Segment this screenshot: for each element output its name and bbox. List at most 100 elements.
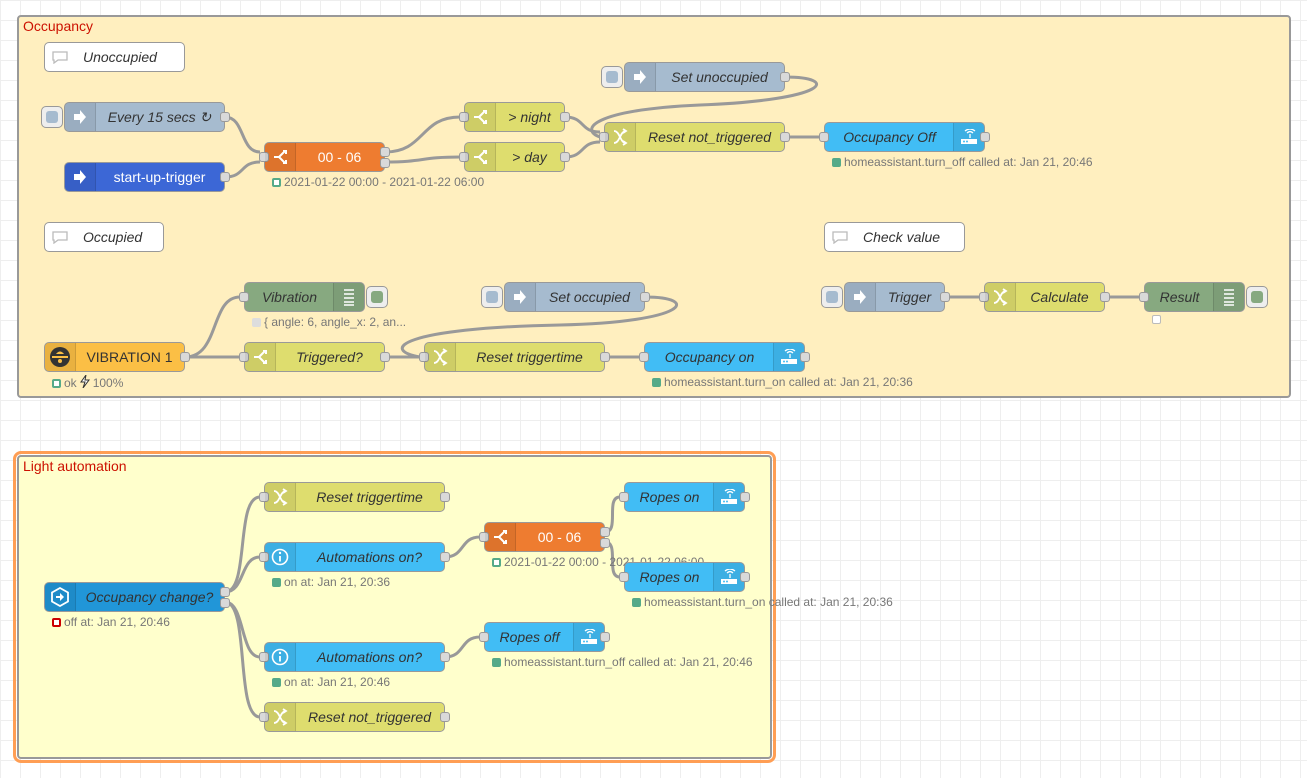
- inject-set-unoccupied[interactable]: Set unoccupied: [601, 62, 790, 92]
- output-port[interactable]: [640, 292, 650, 302]
- node-label: Ropes off: [499, 629, 560, 645]
- state-change-occupancy-change[interactable]: Occupancy change?: [44, 582, 230, 612]
- debug-toggle-button[interactable]: [366, 286, 388, 308]
- status-time-range-a: 2021-01-22 00:00 - 2021-01-22 06:00: [272, 175, 484, 189]
- switch-day[interactable]: > day: [459, 142, 570, 172]
- input-port[interactable]: [459, 152, 469, 162]
- current-state-automations-on-b[interactable]: Automations on?: [259, 642, 450, 672]
- input-port[interactable]: [419, 352, 429, 362]
- input-port[interactable]: [979, 292, 989, 302]
- inject-set-occupied[interactable]: Set occupied: [481, 282, 650, 312]
- debug-result[interactable]: Result: [1139, 282, 1268, 312]
- time-range-00-06-a[interactable]: 00 - 06: [259, 142, 390, 172]
- output-port[interactable]: [220, 112, 230, 122]
- output-port[interactable]: [600, 632, 610, 642]
- debug-vibration[interactable]: Vibration: [239, 282, 388, 312]
- input-port[interactable]: [619, 572, 629, 582]
- output-port[interactable]: [600, 538, 610, 548]
- output-port[interactable]: [440, 652, 450, 662]
- input-port[interactable]: [259, 492, 269, 502]
- wire: [224, 600, 261, 719]
- router-icon: [953, 123, 984, 151]
- split-icon: [485, 523, 516, 551]
- output-port[interactable]: [180, 352, 190, 362]
- inject-button[interactable]: [481, 286, 503, 308]
- input-port[interactable]: [259, 652, 269, 662]
- status-text: homeassistant.turn_off called at: Jan 21…: [844, 155, 1093, 169]
- wire: [384, 115, 461, 154]
- output-port[interactable]: [780, 72, 790, 82]
- inject-button[interactable]: [601, 66, 623, 88]
- sensor-vibration-1[interactable]: VIBRATION 1: [44, 342, 190, 372]
- change-calculate[interactable]: Calculate: [979, 282, 1110, 312]
- inject-button[interactable]: [821, 286, 843, 308]
- output-port[interactable]: [380, 147, 390, 157]
- debug-toggle-button[interactable]: [1246, 286, 1268, 308]
- input-port[interactable]: [239, 292, 249, 302]
- output-port[interactable]: [740, 572, 750, 582]
- ha-service-ropes-on-b[interactable]: Ropes on: [619, 562, 750, 592]
- comment-occupied[interactable]: Occupied: [44, 222, 164, 252]
- input-port[interactable]: [819, 132, 829, 142]
- output-port[interactable]: [380, 352, 390, 362]
- inject-button[interactable]: [41, 106, 63, 128]
- output-port[interactable]: [600, 527, 610, 537]
- output-port[interactable]: [940, 292, 950, 302]
- output-port[interactable]: [780, 132, 790, 142]
- status-dot: [52, 378, 61, 388]
- output-port[interactable]: [600, 352, 610, 362]
- change-reset-not-triggered-a[interactable]: Reset not_triggered: [599, 122, 790, 152]
- output-port[interactable]: [220, 172, 230, 182]
- node-label: 00 - 06: [537, 529, 582, 545]
- comment-check-value[interactable]: Check value: [824, 222, 965, 252]
- output-port[interactable]: [980, 132, 990, 142]
- input-port[interactable]: [259, 712, 269, 722]
- ha-service-occupancy-on[interactable]: Occupancy on: [639, 342, 810, 372]
- output-port[interactable]: [800, 352, 810, 362]
- ha-service-ropes-on-a[interactable]: Ropes on: [619, 482, 750, 512]
- output-port[interactable]: [380, 158, 390, 168]
- inject-trigger[interactable]: Trigger: [821, 282, 950, 312]
- input-port[interactable]: [599, 132, 609, 142]
- output-port[interactable]: [560, 152, 570, 162]
- input-port[interactable]: [1139, 292, 1149, 302]
- comment-unoccupied[interactable]: Unoccupied: [44, 42, 185, 72]
- output-port[interactable]: [1100, 292, 1110, 302]
- input-port[interactable]: [259, 152, 269, 162]
- change-reset-triggertime-a[interactable]: Reset triggertime: [419, 342, 610, 372]
- input-port[interactable]: [239, 352, 249, 362]
- output-port[interactable]: [560, 112, 570, 122]
- ha-service-ropes-off[interactable]: Ropes off: [479, 622, 610, 652]
- time-range-00-06-b[interactable]: 00 - 06: [479, 522, 610, 552]
- change-reset-not-triggered-b[interactable]: Reset not_triggered: [259, 702, 450, 732]
- current-state-automations-on-a[interactable]: Automations on?: [259, 542, 450, 572]
- switch-triggered[interactable]: Triggered?: [239, 342, 390, 372]
- info-icon: [265, 543, 296, 571]
- input-port[interactable]: [639, 352, 649, 362]
- change-reset-triggertime-b[interactable]: Reset triggertime: [259, 482, 450, 512]
- node-label: Reset not_triggered: [308, 709, 431, 725]
- output-port[interactable]: [220, 598, 230, 608]
- output-port[interactable]: [440, 492, 450, 502]
- output-port[interactable]: [220, 587, 230, 597]
- node-label: Trigger: [887, 289, 932, 305]
- inject-start-up-trigger[interactable]: start-up-trigger: [64, 162, 230, 192]
- status-text: homeassistant.turn_on called at: Jan 21,…: [644, 595, 893, 609]
- status-dot: [1152, 315, 1161, 324]
- node-label: Reset not_triggered: [648, 129, 771, 145]
- output-port[interactable]: [440, 552, 450, 562]
- input-port[interactable]: [479, 532, 489, 542]
- input-port[interactable]: [259, 552, 269, 562]
- node-label: Triggered?: [296, 349, 363, 365]
- inject-every-15-secs[interactable]: Every 15 secs ↻: [41, 102, 230, 132]
- status-occupancy-on: homeassistant.turn_on called at: Jan 21,…: [652, 375, 913, 389]
- switch-night[interactable]: > night: [459, 102, 570, 132]
- node-label: Unoccupied: [83, 49, 157, 65]
- state-change-icon: [45, 583, 76, 611]
- output-port[interactable]: [440, 712, 450, 722]
- output-port[interactable]: [740, 492, 750, 502]
- ha-service-occupancy-off[interactable]: Occupancy Off: [819, 122, 990, 152]
- input-port[interactable]: [459, 112, 469, 122]
- input-port[interactable]: [479, 632, 489, 642]
- input-port[interactable]: [619, 492, 629, 502]
